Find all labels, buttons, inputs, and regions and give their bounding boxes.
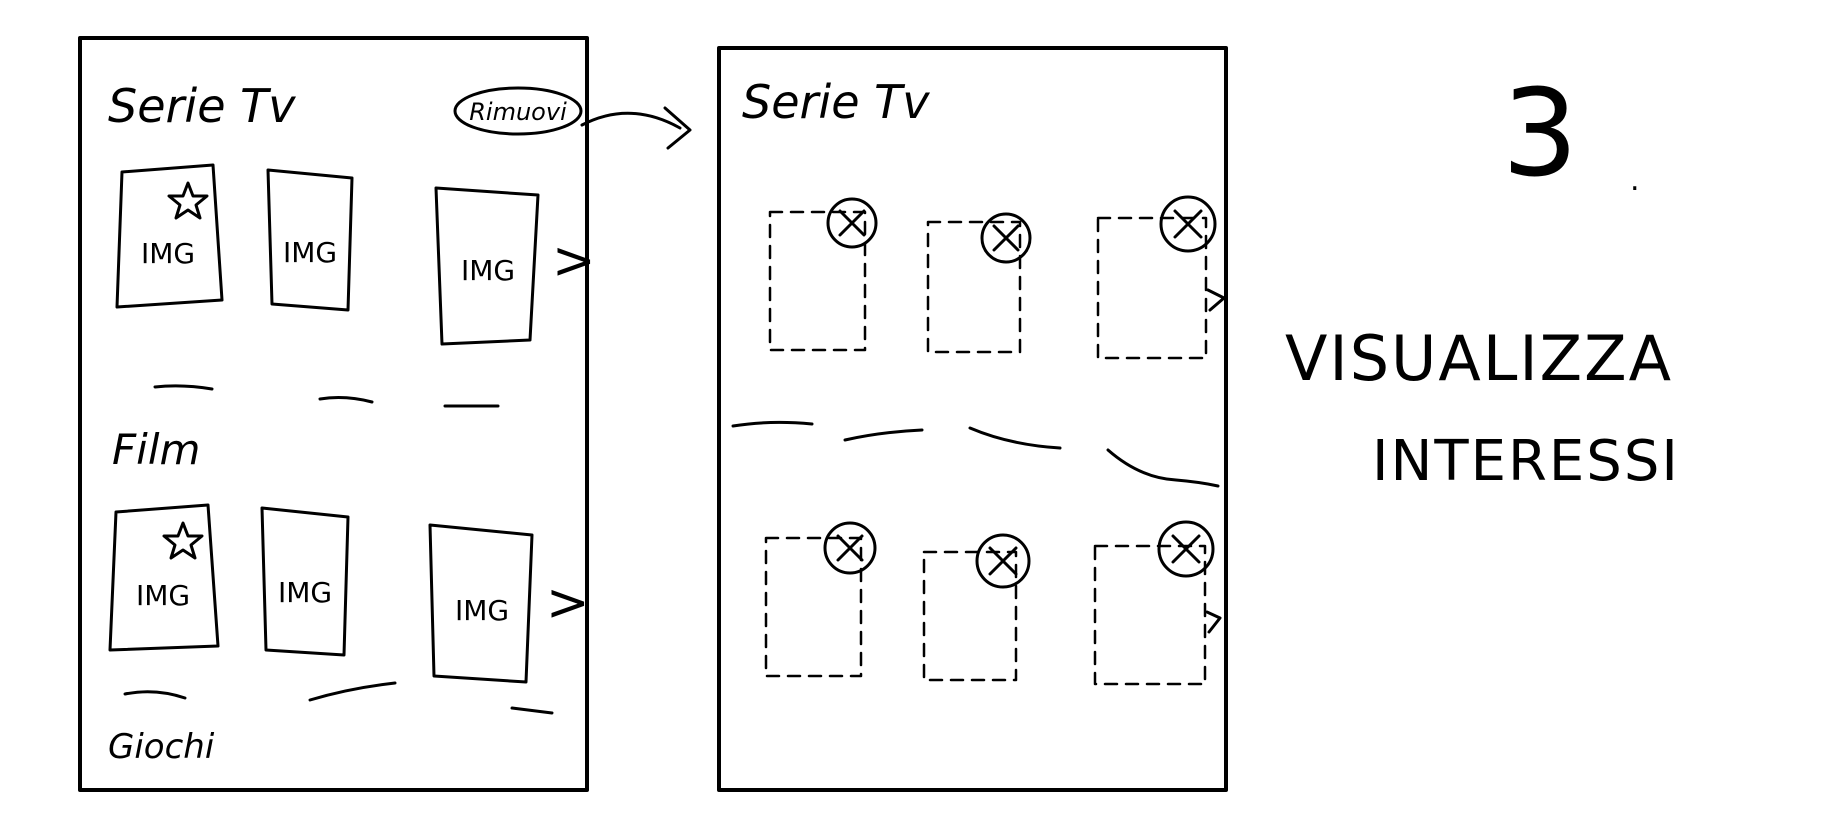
card-label: IMG bbox=[283, 236, 337, 269]
card-serie-2[interactable]: IMG bbox=[266, 168, 354, 312]
card-label: IMG bbox=[141, 237, 195, 270]
remove-circle-icon[interactable] bbox=[823, 521, 877, 575]
removable-card[interactable] bbox=[768, 197, 878, 352]
screen-1-frame bbox=[78, 36, 589, 792]
removable-card[interactable] bbox=[922, 533, 1031, 682]
card-film-1[interactable]: IMG bbox=[108, 503, 220, 652]
chevron-right-icon[interactable] bbox=[1205, 610, 1222, 634]
remove-circle-icon[interactable] bbox=[980, 212, 1032, 264]
card-label: IMG bbox=[136, 579, 190, 612]
remove-circle-icon[interactable] bbox=[1157, 520, 1215, 578]
card-serie-1[interactable]: IMG bbox=[115, 163, 224, 309]
chevron-right-icon[interactable] bbox=[1206, 288, 1226, 312]
card-label: IMG bbox=[461, 254, 515, 287]
removable-card[interactable] bbox=[764, 521, 877, 678]
chevron-right-icon[interactable]: > bbox=[552, 231, 596, 291]
card-film-3[interactable]: IMG bbox=[428, 523, 534, 684]
screen-2-frame bbox=[717, 46, 1228, 792]
star-icon[interactable] bbox=[167, 181, 209, 220]
remove-circle-icon[interactable] bbox=[1159, 195, 1217, 253]
step-number-dot: . bbox=[1630, 163, 1640, 198]
remove-button[interactable]: Rimuovi bbox=[453, 86, 583, 136]
card-film-2[interactable]: IMG bbox=[260, 506, 350, 657]
card-serie-3[interactable]: IMG bbox=[434, 186, 540, 346]
separator-2 bbox=[123, 681, 554, 715]
step-number: 3 bbox=[1502, 65, 1578, 204]
screen-2-title: Serie Tv bbox=[742, 75, 930, 129]
section-title-film: Film bbox=[112, 425, 200, 474]
star-icon[interactable] bbox=[162, 521, 204, 560]
remove-circle-icon[interactable] bbox=[975, 533, 1031, 589]
remove-button-label: Rimuovi bbox=[469, 98, 567, 126]
chevron-right-icon[interactable]: > bbox=[546, 573, 590, 633]
card-label: IMG bbox=[455, 594, 509, 627]
navigation-arrow bbox=[580, 106, 692, 150]
removable-card[interactable] bbox=[1096, 195, 1217, 360]
removable-card[interactable] bbox=[1093, 520, 1215, 686]
section-title-serie-tv: Serie Tv bbox=[108, 79, 296, 133]
separator-3 bbox=[731, 420, 1220, 488]
section-title-giochi: Giochi bbox=[108, 727, 215, 767]
card-label: IMG bbox=[278, 576, 332, 609]
remove-circle-icon[interactable] bbox=[826, 197, 878, 249]
removable-card[interactable] bbox=[926, 212, 1032, 354]
separator-1 bbox=[153, 384, 500, 408]
annotation-caption-line2: INTERESSI bbox=[1372, 429, 1680, 494]
annotation-caption-line1: VISUALIZZA bbox=[1285, 322, 1673, 395]
